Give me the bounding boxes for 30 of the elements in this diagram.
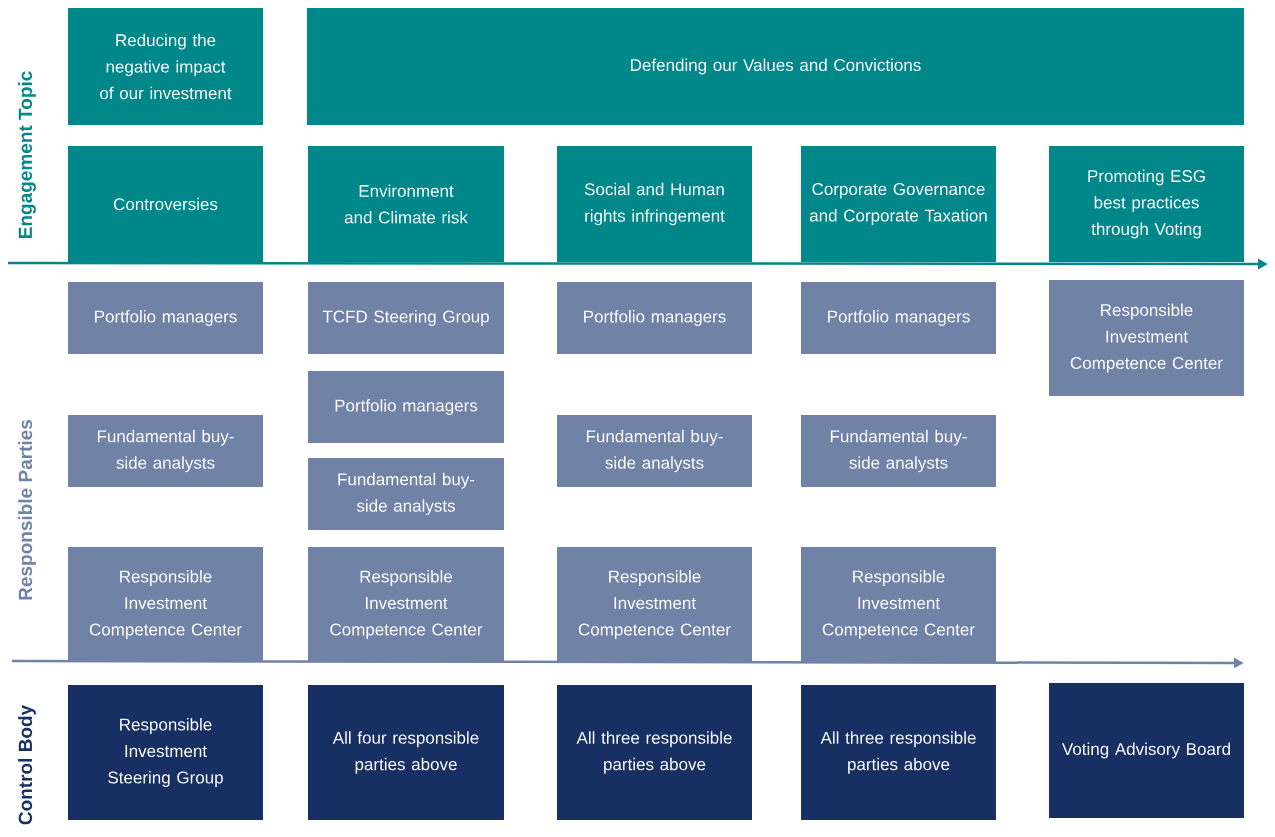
responsible-party-box: Portfolio managers: [308, 371, 504, 443]
topic-box: Controversies: [68, 146, 263, 262]
responsible-party-box: Fundamental buy-side analysts: [801, 415, 996, 487]
control-body-box: All three responsible parties above: [801, 685, 996, 820]
responsible-party-box: Responsible Investment Competence Center: [557, 547, 752, 662]
responsible-party-box: Responsible Investment Competence Center: [801, 547, 996, 662]
responsible-party-box: Portfolio managers: [557, 282, 752, 354]
topic-box: Social and Human rights infringement: [557, 146, 752, 262]
topic-box: Reducing the negative impact of our investment: [68, 8, 263, 125]
responsible-party-box: Portfolio managers: [801, 282, 996, 354]
topic-box: Promoting ESG best practices through Voting: [1049, 146, 1244, 262]
responsible-party-box: Responsible Investment Competence Center: [68, 547, 263, 662]
node-label: Promoting ESG best practices through Voting: [1088, 169, 1205, 239]
topic-box: Defending our Values and Convictions: [307, 8, 1244, 125]
topic-box: Environment and Climate risk: [308, 146, 504, 262]
control-body-box: All three responsible parties above: [557, 685, 752, 820]
responsible-party-box: Fundamental buy-side analysts: [68, 415, 263, 487]
control-body-box: Responsible Investment Steering Group: [68, 685, 263, 820]
responsible-party-box: Fundamental buy-side analysts: [308, 458, 504, 530]
responsible-party-box: Portfolio managers: [68, 282, 263, 354]
responsible-party-box: TCFD Steering Group: [308, 282, 504, 354]
responsible-party-box: Responsible Investment Competence Center: [1049, 280, 1244, 396]
responsible-party-box: Responsible Investment Competence Center: [308, 547, 504, 662]
responsible-party-box: Fundamental buy-side analysts: [557, 415, 752, 487]
control-body-box: Voting Advisory Board: [1049, 683, 1244, 818]
section-label: Engagement Topic: [18, 71, 36, 238]
section-label: Responsible Parties: [18, 420, 36, 600]
section-label: Control Body: [18, 704, 36, 825]
topic-box: Corporate Governance and Corporate Taxation: [801, 146, 996, 262]
control-body-box: All four responsible parties above: [308, 685, 504, 820]
